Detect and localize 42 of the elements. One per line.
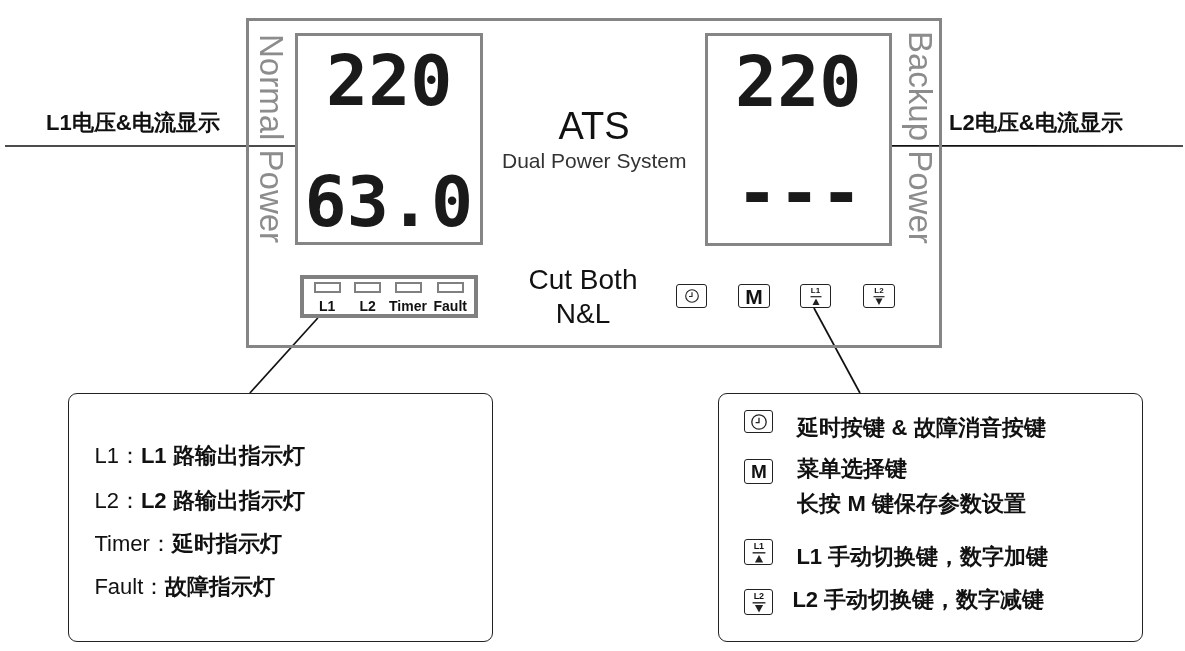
panel-subtitle: Dual Power System: [502, 150, 687, 171]
leader-line: [4, 145, 296, 147]
side-label: Normal Power: [255, 34, 288, 244]
display-reading: 63.0: [304, 167, 474, 237]
callout-text: L2 手动切换键，数字减键: [792, 587, 1045, 614]
side-label: Backup Power: [904, 31, 937, 244]
callout-text: Timer：延时指示灯: [94, 531, 282, 558]
down-key: L2: [863, 284, 895, 308]
indicator-label: Fault: [433, 299, 467, 313]
display-reading: 220: [326, 46, 453, 116]
down-key: L2: [744, 589, 774, 616]
leader-line: [891, 145, 1184, 147]
display-reading: 220: [735, 47, 862, 117]
leader-line: [813, 307, 861, 394]
callout-text: L1：L1 路输出指示灯: [94, 443, 305, 470]
menu-key: M: [738, 284, 770, 308]
callout-box: [68, 393, 493, 642]
indicator-label: L1: [319, 299, 336, 313]
edge-label: L1电压&电流显示: [46, 111, 220, 136]
timer-key: [744, 410, 774, 434]
menu-key: M: [744, 459, 774, 485]
indicator-label: L2: [359, 299, 376, 313]
callout-text: 延时按键 & 故障消音按键: [797, 415, 1046, 442]
up-key: L1: [744, 539, 774, 566]
callout-text: 长按 M 键保存参数设置: [797, 491, 1026, 518]
callout-text: L1 手动切换键，数字加键: [796, 544, 1049, 571]
callout-text: L2：L2 路输出指示灯: [94, 488, 305, 515]
edge-label: L2电压&电流显示: [949, 111, 1123, 136]
callout-box: [718, 393, 1143, 642]
up-key: L1: [800, 284, 831, 308]
lcd-display: [295, 33, 483, 245]
leader-line: [249, 317, 319, 394]
device-panel: [246, 18, 942, 348]
callout-text: Fault：故障指示灯: [94, 574, 276, 601]
indicator-label: Timer: [389, 299, 427, 313]
panel-note: Cut Both N&L: [527, 263, 639, 331]
timer-key: [676, 284, 707, 308]
display-reading: ---: [736, 158, 863, 228]
lcd-display: [705, 33, 892, 246]
indicator-panel: [300, 275, 478, 318]
callout-text: 菜单选择键: [797, 456, 908, 483]
panel-title: ATS: [558, 107, 630, 145]
